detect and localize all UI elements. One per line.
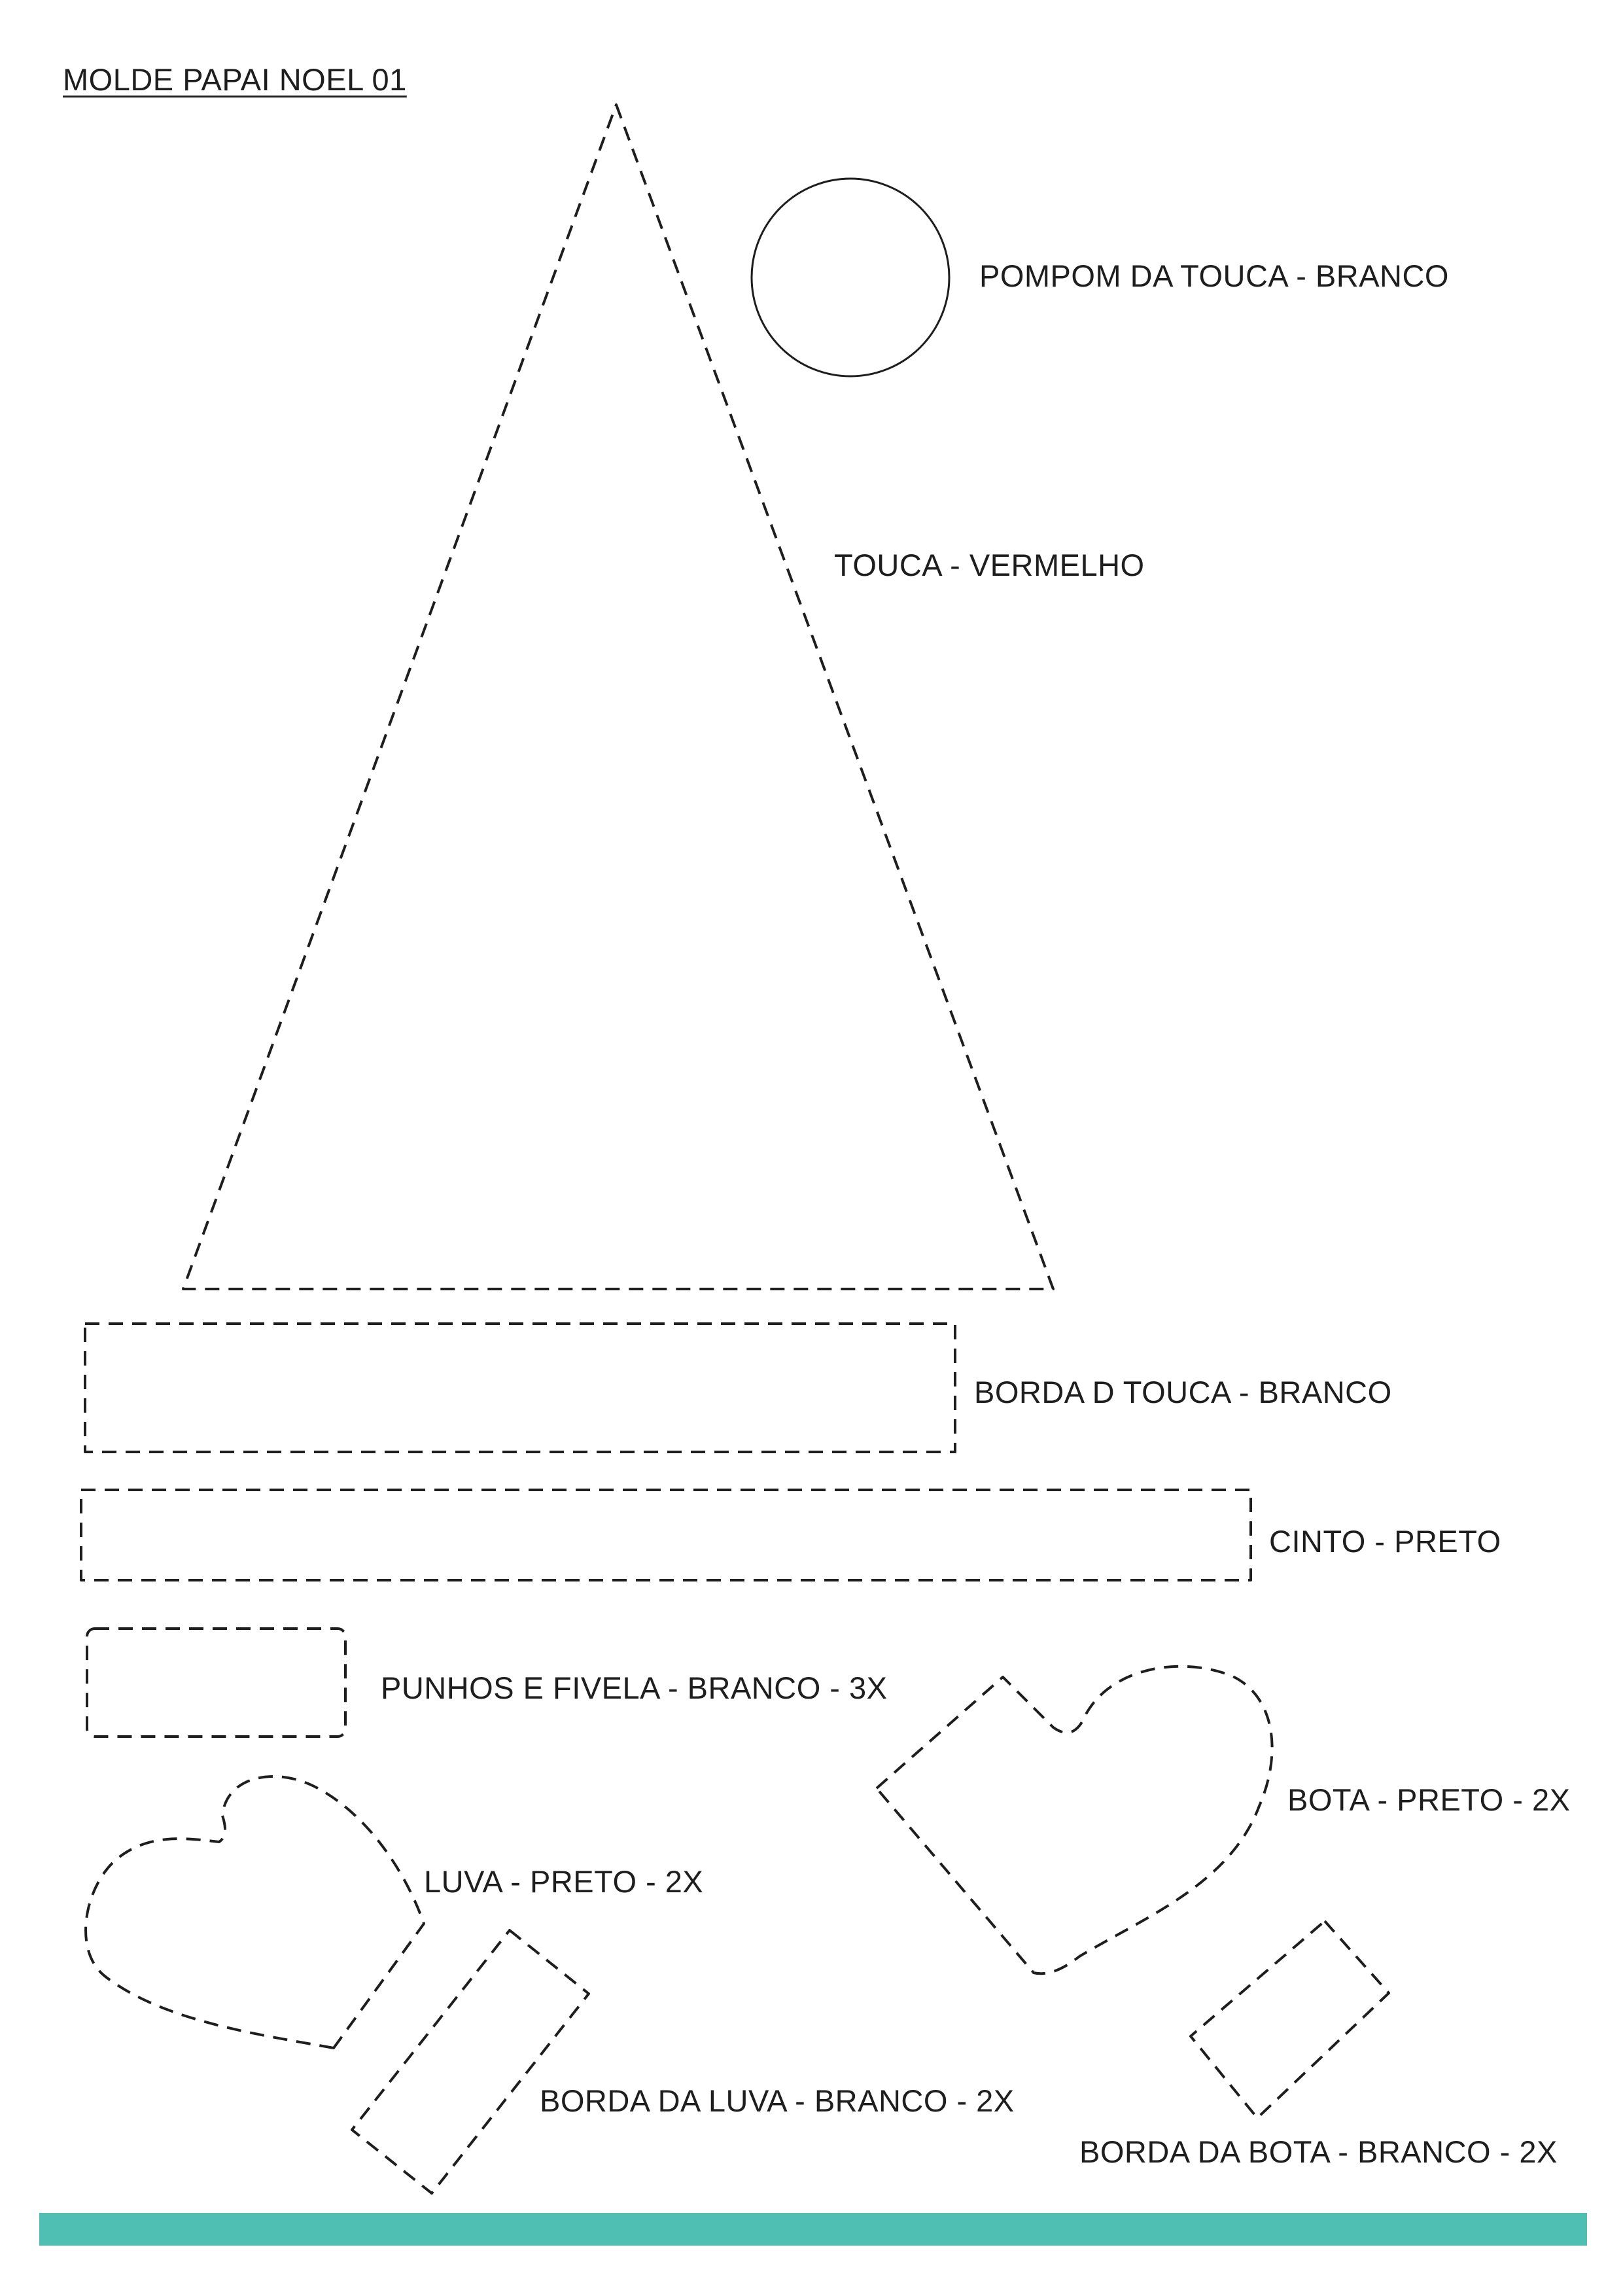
boot-border-label: BORDA DA BOTA - BRANCO - 2X (1079, 2134, 1558, 2169)
hat-border-piece (84, 1322, 956, 1453)
hat-label: TOUCA - VERMELHO (834, 548, 1145, 582)
cuffs-buckle-piece (86, 1627, 347, 1738)
glove-piece (84, 1775, 425, 2049)
page-title: MOLDE PAPAI NOEL 01 (63, 62, 407, 97)
cuffs-buckle-label: PUNHOS E FIVELA - BRANCO - 3X (381, 1670, 888, 1705)
hat-piece (182, 103, 1055, 1290)
boot-piece (875, 1665, 1274, 1975)
boot-border-piece (1189, 1920, 1390, 2119)
glove-label: LUVA - PRETO - 2X (424, 1864, 704, 1899)
glove-border-label: BORDA DA LUVA - BRANCO - 2X (540, 2083, 1015, 2118)
belt-piece (80, 1489, 1252, 1581)
belt-label: CINTO - PRETO (1269, 1524, 1501, 1559)
footer-bar (39, 2213, 1587, 2246)
hat-border-label: BORDA D TOUCA - BRANCO (974, 1375, 1392, 1409)
boot-label: BOTA - PRETO - 2X (1287, 1782, 1571, 1817)
glove-border-piece (351, 1929, 590, 2195)
pompom-label: POMPOM DA TOUCA - BRANCO (979, 258, 1449, 293)
pompom-piece (750, 177, 951, 378)
